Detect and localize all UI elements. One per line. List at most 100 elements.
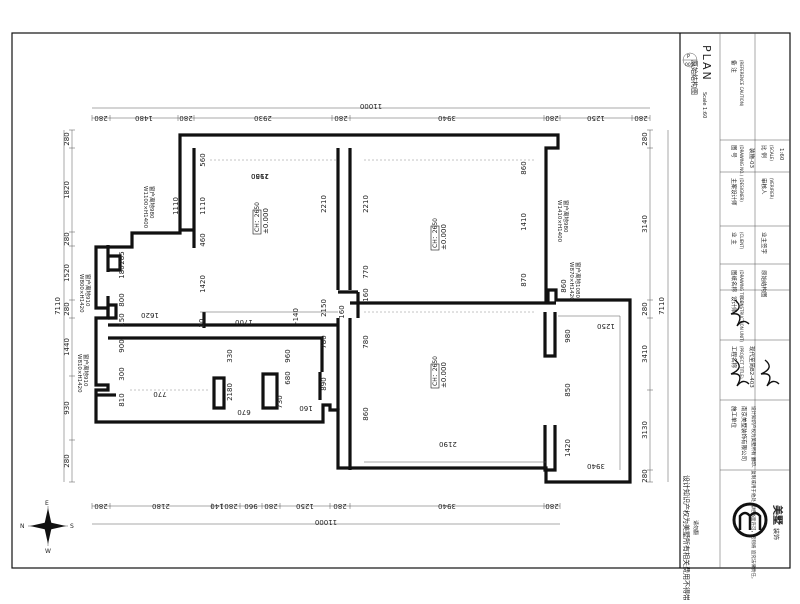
dim-bottom-label: 3940 [438,502,456,510]
company-logo-mark [738,511,762,530]
title-block: 原始结构图 PLAN Scale 1:60 P 003 备 注 (REFEREN… [682,33,790,604]
client-sign-label: 业主签字 [760,232,768,255]
window-note-5b: W810×H1420 [76,354,82,393]
inner-dimension-label: 870 [520,273,528,286]
drawing-name-label: 图纸名称 [730,270,738,293]
dim-top-label: 280 [545,114,558,122]
dim-left-label: 280 [63,454,71,467]
dim-left-label: 280 [63,132,71,145]
bl-pier [212,376,226,410]
scale-value: 1:60 [778,148,784,161]
inner-dimension-label: 160 [299,404,312,412]
approver-label: 审核人 [760,178,768,195]
inner-dimension-label: 890 [320,377,328,390]
dim-top-label: 280 [634,114,647,122]
client-label: 业 主 [730,232,738,245]
client-label-en: (CLIENT) [739,232,744,250]
bl-wall [108,336,324,372]
inner-dimension-label: 680 [284,371,292,384]
inner-dimension-label: -140 [292,308,300,324]
dim-bottom-label: 280 [333,502,346,510]
inner-dimension-label: 1250 [597,322,615,330]
window-note-2: 窗户离地980 [562,200,570,233]
plan-code: P [687,54,690,60]
contractor-label: 施工单位 [730,406,738,429]
room-ch-1: CH：2650 [254,202,261,232]
window-note-1b: W1100×H1400 [142,186,148,229]
inner-dimension-label: 960 [284,349,292,362]
dim-right-label: 3140 [641,215,649,233]
inner-dimension-label: 860 [520,161,528,174]
inner-dimension-label: 330 [226,349,234,362]
logo-text: 美墅 [771,505,784,525]
compass: E W N S [20,500,74,555]
dim-right-total: 7110 [658,297,666,315]
inner-dimension-label: 780 [362,335,370,348]
inner-dimension-label: 770 [153,390,166,398]
remarks-label-en: (REFERENCE CAUTION) [739,60,744,107]
inner-dimension-label: 2180 [226,383,234,401]
inner-dimension-label: 800 [118,293,126,306]
drawing-no-label-en: (DRAWING NO.) [739,145,744,177]
compass-north: N [20,523,25,530]
designer-label-2: 设计师 [730,296,738,313]
dim-left-label: 1440 [63,338,71,356]
inner-dimension-label: 20 [198,319,206,328]
bl-pier-2 [261,372,279,410]
contractor-label-en: (CONSTRUCTION UNIT) [739,296,744,343]
inner-dimension-label: 860 [362,407,370,420]
inner-dimension-label: 460 [199,233,207,246]
inner-dimension-label: 1700 [235,318,253,326]
outer-wall [94,133,632,484]
project-value: 现代至简B2-403 [748,346,756,388]
inner-dimension-label: 770 [362,265,370,278]
dim-bottom-total: 11000 [315,518,337,526]
dim-left-label: 1520 [63,264,71,282]
walls [94,133,632,484]
pier-right-2 [543,425,557,472]
plan-number: 003 [685,62,694,68]
dim-right-label: 3410 [641,345,649,363]
inner-dimension-label: 1410 [520,213,528,231]
window-note-3: 窗户离地1080 [574,262,582,298]
inner-dimension-label: 160 [338,305,346,318]
inner-dimension-label: 2210 [320,195,328,213]
drawing-name-label-en: (DRAWING TITLE) [739,270,744,305]
designer-label-en: (DESIGNER) [739,178,744,202]
approver-signature [760,359,780,387]
project-signature [730,359,750,387]
inner-dimension-label: 150 [118,313,126,326]
window-note-4: 窗户离地910 [84,274,92,307]
copyright-text: 设计知识产权为美墅所有 翻印、复制或用于他处 需经书面许可，否则将 追究法律责任… [750,406,757,581]
ip-notice: 设计知识产权为美墅所有相关费用不得带离 [682,475,691,600]
compass-east: E [45,500,49,507]
window-note-1: 窗户离地980 [148,186,156,219]
inner-dimension-label: 1420 [199,275,207,293]
room-level-1: ±0.000 [262,208,270,234]
project-label: 工程名称 [730,346,738,369]
inner-dimension-label: 300 [118,367,126,380]
dim-bottom-label: 280 [224,502,237,510]
window-note-4b: W800×H1420 [78,274,84,313]
dim-right-label: 3130 [641,421,649,439]
window-note-5: 窗户离地910 [82,354,90,387]
dim-bottom-label: 140 [210,502,223,510]
project-label-en: (PROJECT TITLE) [739,346,744,379]
room-labels: CH：2650 ±0.000 CH：2650 ±0.000 CH：2650 ±0… [252,202,448,389]
approver-label-en: (VERIFIER) [769,178,774,200]
compass-needle-h [30,522,66,530]
inner-dimension-label: 780 [320,335,328,348]
inner-dimension-label: 1620 [141,311,159,319]
dim-bottom-label: 960 [244,502,257,510]
inner-dimension-label: 2150 [320,299,328,317]
inner-dimension-label: 285 [118,251,126,264]
dim-bottom-label: 280 [264,502,277,510]
inner-dimension-label: 730 [276,395,284,408]
pier-right [543,312,557,358]
inner-dimension-label: 670 [237,408,250,416]
window-notes: 窗户离地980 W1100×H1400 窗户离地980 W1410×H1400 … [76,186,582,393]
scale-label: 比 例 [760,145,768,158]
